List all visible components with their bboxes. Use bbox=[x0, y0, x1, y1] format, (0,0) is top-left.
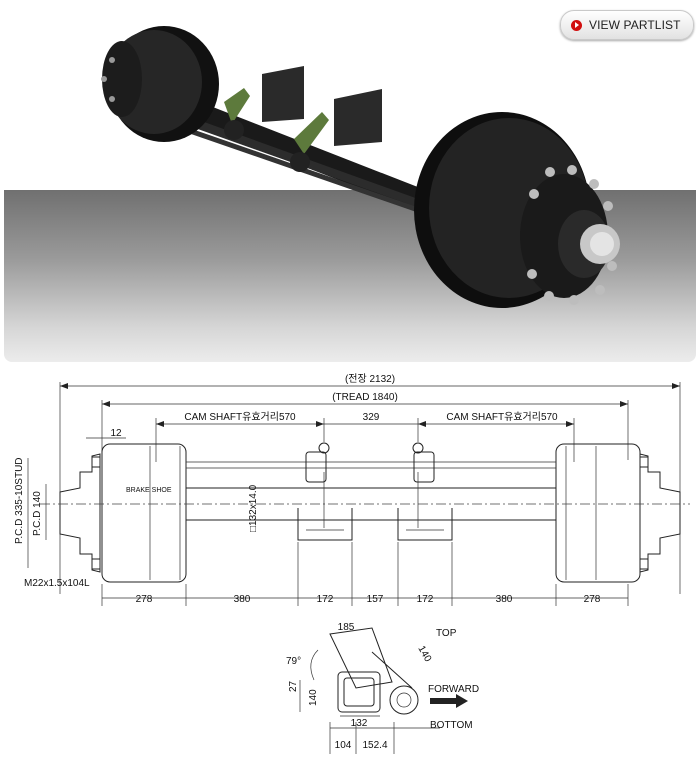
dim-bottom-4: 157 bbox=[367, 594, 384, 605]
dim-140b-label: 140 bbox=[308, 689, 319, 706]
dim-bottom-1: 278 bbox=[136, 594, 153, 605]
technical-drawing: (전장 2132) (TREAD 1840) CAM SHAFT유효거리570 … bbox=[14, 373, 690, 754]
forward-label: FORWARD bbox=[428, 684, 479, 695]
dim-79-label: 79° bbox=[286, 656, 301, 667]
dim-bottom-2: 380 bbox=[234, 594, 251, 605]
dim-104-label: 104 bbox=[335, 740, 352, 751]
dim-140a-label: 140 bbox=[415, 644, 433, 664]
cam-shaft-mid-label: 329 bbox=[363, 412, 380, 423]
forward-arrow-icon bbox=[430, 694, 468, 708]
dim-bottom-3: 172 bbox=[317, 594, 334, 605]
dim-bottom-6: 380 bbox=[496, 594, 513, 605]
overall-length-label: (전장 2132) bbox=[345, 373, 395, 385]
axle-illustration bbox=[101, 26, 620, 308]
top-label: TOP bbox=[436, 628, 457, 639]
dim-12-label: 12 bbox=[110, 428, 122, 439]
pcd-stud-label: P.C.D 335-10STUD bbox=[14, 457, 25, 544]
brake-shoe-label: BRAKE SHOE bbox=[126, 487, 172, 494]
cam-shaft-right-label: CAM SHAFT유효거리570 bbox=[446, 411, 558, 423]
square-section-label: □132x14.0 bbox=[248, 484, 259, 532]
dim-bottom-5: 172 bbox=[417, 594, 434, 605]
dim-185-label: 185 bbox=[338, 622, 355, 633]
tread-label: (TREAD 1840) bbox=[332, 392, 398, 403]
dim-152-label: 152.4 bbox=[362, 740, 387, 751]
stud-size-label: M22x1.5x104L bbox=[24, 578, 90, 589]
pcd-hub-label: P.C.D 140 bbox=[32, 491, 43, 536]
section-view bbox=[299, 627, 440, 754]
dim-27-label: 27 bbox=[288, 680, 299, 692]
dim-bottom-7: 278 bbox=[584, 594, 601, 605]
play-icon bbox=[571, 19, 582, 31]
bottom-label: BOTTOM bbox=[430, 720, 473, 731]
cam-shaft-left-label: CAM SHAFT유효거리570 bbox=[184, 411, 296, 423]
view-partlist-label: VIEW PARTLIST bbox=[589, 18, 681, 32]
view-partlist-button[interactable]: VIEW PARTLIST bbox=[560, 10, 694, 40]
product-photo bbox=[4, 4, 696, 362]
dim-132-label: 132 bbox=[351, 718, 368, 729]
